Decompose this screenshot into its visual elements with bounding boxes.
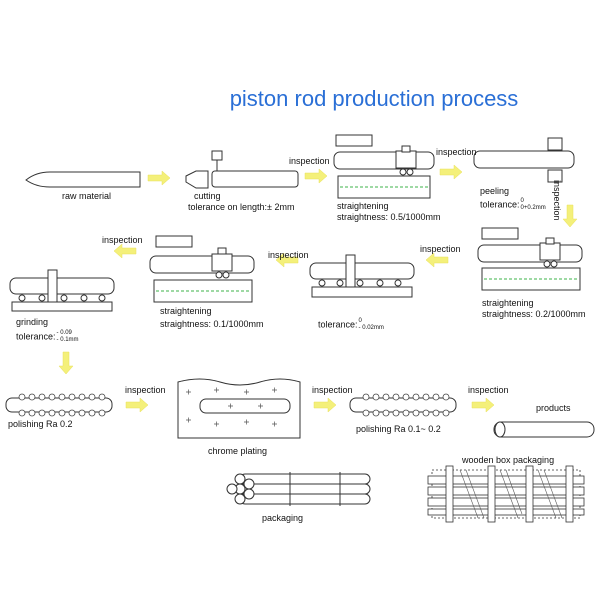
bundle-packaging <box>226 472 371 506</box>
roller-machine <box>309 254 415 298</box>
chrome-plating-tank <box>177 378 301 439</box>
label-polishing-2: polishing Ra 0.1~ 0.2 <box>356 424 441 434</box>
product-rod <box>493 421 595 438</box>
grinding-machine <box>9 269 115 312</box>
arrow-straightening3-left <box>113 243 137 259</box>
label-grinding-tolerance: tolerance:- 0.09- 0.1mm <box>16 330 79 343</box>
label-inspection-8: inspection <box>468 385 509 395</box>
label-straightness-3: straightness: 0.1/1000mm <box>160 319 264 329</box>
label-polishing-1: polishing Ra 0.2 <box>8 419 73 429</box>
label-inspection-1: inspection <box>289 156 330 166</box>
label-inspection-7: inspection <box>312 385 353 395</box>
label-packaging: packaging <box>262 513 304 523</box>
label-straightness-2: straightness: 0.2/1000mm <box>482 309 586 319</box>
label-raw-material: raw material <box>62 191 112 201</box>
label-inspection-vertical: inspection <box>552 180 562 221</box>
label-cutting-tolerance: tolerance on length:± 2mm <box>188 202 295 212</box>
label-roller-tolerance: tolerance:0- 0.02mm <box>318 318 384 331</box>
label-inspection-5: inspection <box>102 235 143 245</box>
straightening-machine-3 <box>149 235 255 303</box>
label-grinding: grinding <box>16 317 49 327</box>
arrow-peeling-down <box>562 204 578 228</box>
arrow-grinding-down <box>58 351 74 375</box>
label-straightening-2: straightening <box>482 298 534 308</box>
label-inspection-2: inspection <box>436 147 477 157</box>
arrow-raw-to-cutting <box>147 170 171 186</box>
label-inspection-4: inspection <box>268 250 309 260</box>
arrow-polishing-to-products <box>471 397 495 413</box>
straightening-machine-2 <box>477 227 583 291</box>
label-products: products <box>536 403 571 413</box>
arrow-cutting-to-straightening <box>304 168 328 184</box>
label-inspection-6: inspection <box>125 385 166 395</box>
polishing-rod-2 <box>349 393 457 417</box>
arrow-straightening2-left <box>425 252 449 268</box>
label-cutting: cutting <box>194 191 221 201</box>
peeling-rod <box>473 137 575 183</box>
label-inspection-3: inspection <box>420 244 461 254</box>
wooden-box-packaging <box>427 465 585 523</box>
label-straightening-1: straightening <box>337 201 389 211</box>
label-chrome-plating: chrome plating <box>208 446 268 456</box>
arrow-roller-left <box>275 252 299 268</box>
label-wooden-box-packaging: wooden box packaging <box>462 455 555 465</box>
label-straightness-1: straightness: 0.5/1000mm <box>337 212 441 222</box>
label-peeling: peeling <box>480 186 510 196</box>
diagram-title: piston rod production process <box>229 86 519 111</box>
raw-material-rod <box>25 171 141 188</box>
arrow-straightening-to-peeling <box>439 164 463 180</box>
label-straightening-3: straightening <box>160 306 212 316</box>
polishing-rod-1 <box>5 393 113 417</box>
arrow-polishing-to-chrome <box>125 397 149 413</box>
straightening-machine-1 <box>333 134 435 199</box>
cutting-rod <box>185 150 299 189</box>
arrow-chrome-to-polishing <box>313 397 337 413</box>
